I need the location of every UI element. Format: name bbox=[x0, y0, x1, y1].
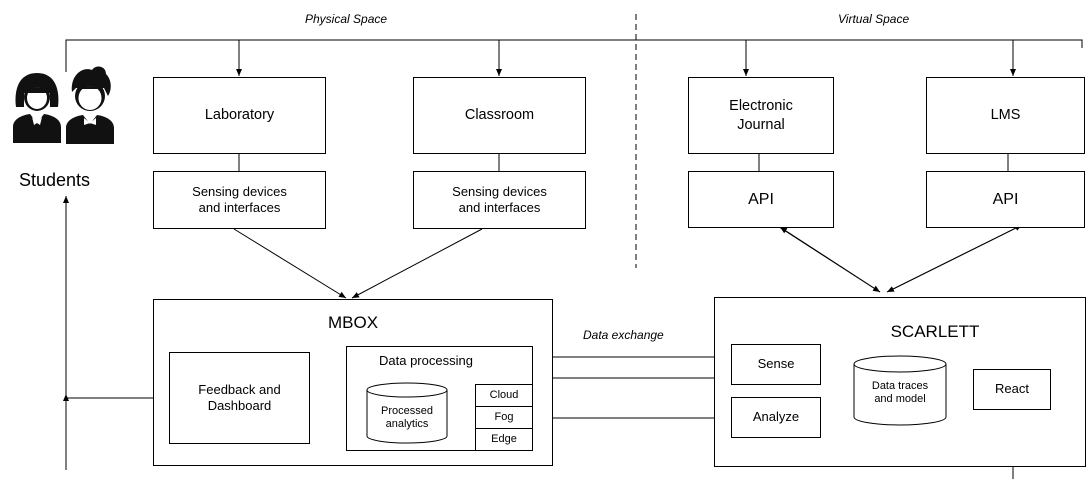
student-female-icon bbox=[13, 73, 61, 143]
laboratory-label: Laboratory bbox=[204, 107, 275, 124]
fog-box: Fog bbox=[475, 406, 533, 429]
processed-analytics-cylinder bbox=[366, 382, 448, 444]
physical-space-label: Physical Space bbox=[305, 12, 388, 26]
sense-label: Sense bbox=[757, 356, 795, 372]
top-bracket-line bbox=[65, 39, 1083, 72]
sensing-devices-box-2: Sensing devices and interfaces bbox=[413, 171, 586, 229]
react-box: React bbox=[973, 369, 1051, 410]
data-traces-label: Data traces and model bbox=[871, 380, 929, 405]
api-box-1: API bbox=[688, 171, 834, 228]
react-label: React bbox=[995, 381, 1029, 397]
data-exchange-label: Data exchange bbox=[583, 328, 664, 342]
lms-box: LMS bbox=[926, 77, 1085, 154]
virtual-space-label: Virtual Space bbox=[838, 12, 910, 26]
feedback-dashboard-label: Feedback and Dashboard bbox=[198, 381, 281, 413]
api-label-1: API bbox=[748, 190, 774, 208]
sensing-devices-box-1: Sensing devices and interfaces bbox=[153, 171, 326, 229]
analyze-label: Analyze bbox=[752, 409, 800, 425]
classroom-box: Classroom bbox=[413, 77, 586, 154]
feedback-dashboard-box: Feedback and Dashboard bbox=[169, 352, 310, 444]
sense-box: Sense bbox=[731, 344, 821, 385]
edge-label: Edge bbox=[491, 432, 517, 445]
classroom-label: Classroom bbox=[464, 107, 535, 124]
lms-label: LMS bbox=[990, 107, 1021, 124]
fog-label: Fog bbox=[494, 410, 514, 423]
laboratory-box: Laboratory bbox=[153, 77, 326, 154]
edge-box: Edge bbox=[475, 428, 533, 451]
students-label: Students bbox=[19, 170, 91, 190]
data-processing-label: Data processing bbox=[379, 353, 473, 368]
sensing-devices-label-2: Sensing devices and interfaces bbox=[452, 183, 547, 215]
processed-analytics-label: Processed analytics bbox=[381, 405, 433, 430]
student-male-icon bbox=[66, 66, 114, 144]
scarlett-title: SCARLETT bbox=[890, 322, 980, 341]
electronic-journal-label: Electronic Journal bbox=[729, 98, 793, 133]
cloud-box: Cloud bbox=[475, 384, 533, 407]
api-label-2: API bbox=[992, 190, 1019, 208]
api-box-2: API bbox=[926, 171, 1085, 228]
cloud-label: Cloud bbox=[489, 388, 519, 401]
data-traces-cylinder bbox=[853, 355, 947, 426]
mbox-title: MBOX bbox=[327, 313, 379, 332]
analyze-box: Analyze bbox=[731, 397, 821, 438]
sensing-devices-label-1: Sensing devices and interfaces bbox=[192, 183, 287, 215]
electronic-journal-box: Electronic Journal bbox=[688, 77, 834, 154]
